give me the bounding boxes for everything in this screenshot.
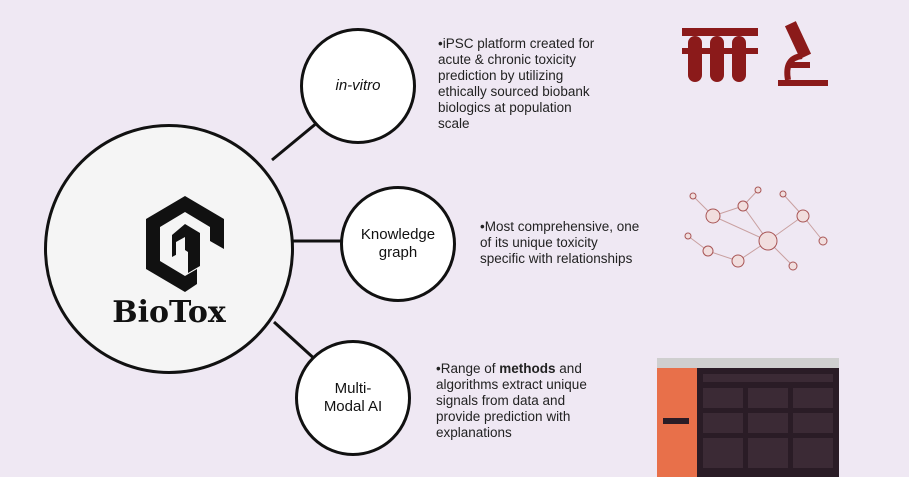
network-graph-icon xyxy=(684,186,828,271)
node-label: in-vitro xyxy=(335,77,381,94)
desc-bold: methods xyxy=(499,361,556,376)
knowledge-graph-description: •Most comprehensive, one of its unique t… xyxy=(480,219,640,266)
node-label: Multi- Modal AI xyxy=(323,380,383,415)
multi-modal-description: •Range of methods and algorithms extract… xyxy=(436,361,641,441)
desc-post: and algorithms extract unique signals fr… xyxy=(436,361,587,440)
biotox-hexagon-logo-icon xyxy=(146,196,224,292)
node-multi-modal-ai: Multi- Modal AI xyxy=(295,340,411,456)
in-vitro-description: •iPSC platform created for acute & chron… xyxy=(438,36,595,131)
hub-title: BioTox xyxy=(112,295,226,330)
node-label: Knowledge graph xyxy=(360,226,436,261)
platform-screenshot-icon xyxy=(657,358,839,477)
node-in-vitro: in-vitro xyxy=(300,28,416,144)
biotox-hub-circle: BioTox xyxy=(44,124,294,374)
test-tubes-microscope-icon xyxy=(682,21,828,86)
desc-pre: •Range of xyxy=(436,361,500,376)
node-knowledge-graph: Knowledge graph xyxy=(340,186,456,302)
